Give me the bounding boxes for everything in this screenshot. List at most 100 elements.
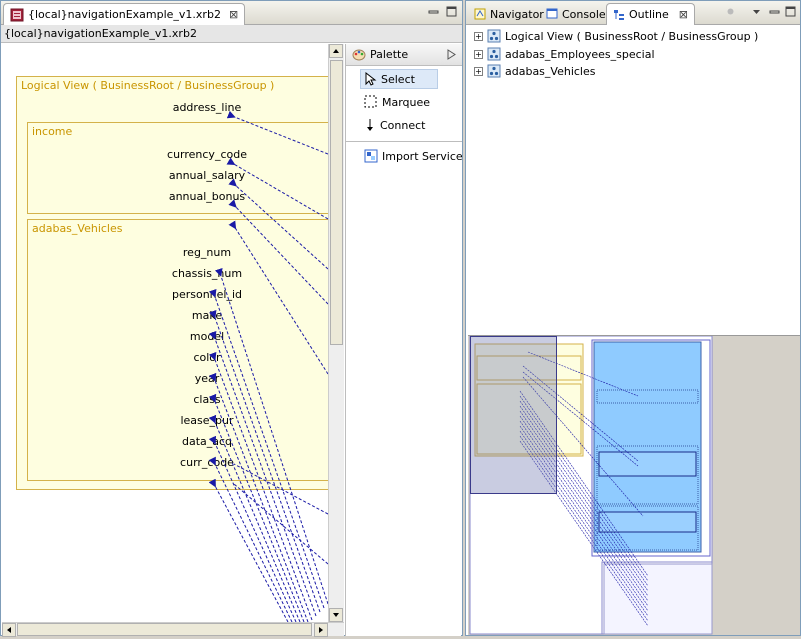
palette: Palette Select Marquee Connect Import Se… (345, 44, 463, 636)
field-personnel-id[interactable]: personnel_id (171, 288, 243, 301)
palette-header[interactable]: Palette (346, 44, 462, 66)
palette-divider (346, 141, 462, 142)
field-annual-salary[interactable]: annual_salary (168, 169, 246, 182)
palette-item-marquee[interactable]: Marquee (360, 92, 438, 112)
toolbar-action-icon[interactable] (724, 5, 737, 18)
connector[interactable] (233, 463, 328, 515)
outline-view: Navigator Console Outline ⊠ + Logical Vi… (465, 0, 801, 636)
tab-console[interactable]: Console (540, 3, 612, 25)
connector[interactable] (208, 288, 325, 609)
connector[interactable] (208, 393, 305, 622)
tree-item-vehicles[interactable]: + adabas_Vehicles (474, 64, 596, 78)
palette-collapse-icon[interactable] (447, 49, 456, 60)
scroll-right-button[interactable] (314, 623, 328, 637)
income-group[interactable]: income (27, 122, 328, 214)
connector[interactable] (228, 199, 328, 305)
bo-group-icon (487, 64, 501, 78)
vertical-scroll-thumb[interactable] (330, 60, 343, 345)
palette-icon (352, 49, 366, 60)
connector[interactable] (228, 220, 328, 375)
expand-icon[interactable]: + (474, 66, 483, 76)
connector[interactable] (208, 414, 301, 622)
tree-item-label: adabas_Employees_special (505, 47, 655, 61)
arrow-right-icon (319, 627, 323, 633)
connector[interactable] (214, 267, 328, 605)
scroll-up-button[interactable] (329, 44, 343, 58)
horizontal-scrollbar[interactable] (2, 622, 344, 637)
palette-item-connect[interactable]: Connect (360, 115, 438, 135)
editor-tabbar: {local}navigationExample_v1.xrb2 ⊠ (1, 1, 462, 25)
pointer-icon (365, 72, 377, 86)
connector[interactable] (208, 478, 289, 622)
tab-navigator[interactable]: Navigator (468, 3, 550, 25)
close-icon[interactable]: ⊠ (228, 8, 239, 21)
horizontal-scroll-thumb[interactable] (17, 623, 312, 636)
palette-item-select[interactable]: Select (360, 69, 438, 89)
minimize-icon[interactable] (427, 5, 440, 18)
palette-item-label: Connect (380, 118, 426, 132)
field-chassis-num[interactable]: chassis_num (171, 267, 243, 280)
diagram-editor: {local}navigationExample_v1.xrb2 ⊠ {loca… (0, 0, 463, 637)
field-curr-code[interactable]: curr_code (180, 456, 234, 469)
breadcrumb: {local}navigationExample_v1.xrb2 (1, 25, 462, 43)
diagram-canvas[interactable]: Logical View ( BusinessRoot / BusinessGr… (2, 44, 328, 622)
diagram-overview[interactable] (468, 335, 800, 635)
tree-item-label: adabas_Vehicles (505, 64, 596, 78)
xrb-file-icon (10, 8, 24, 21)
maximize-icon[interactable] (445, 5, 458, 18)
expand-icon[interactable]: + (474, 49, 483, 59)
field-annual-bonus[interactable]: annual_bonus (168, 190, 246, 203)
bo-group-icon (487, 29, 501, 43)
tab-editor[interactable]: {local}navigationExample_v1.xrb2 ⊠ (3, 3, 246, 25)
console-icon (546, 8, 558, 19)
outline-icon (614, 9, 624, 20)
connector[interactable] (233, 483, 328, 565)
logical-view-label: Logical View ( BusinessRoot / BusinessGr… (21, 79, 275, 92)
connector[interactable] (226, 157, 328, 220)
vertical-scrollbar[interactable] (328, 44, 344, 622)
tree-item-logical-view[interactable]: + Logical View ( BusinessRoot / Business… (474, 29, 758, 43)
expand-icon[interactable]: + (474, 31, 483, 41)
arrow-left-icon (7, 627, 11, 633)
import-service-icon (364, 149, 378, 163)
close-icon[interactable]: ⊠ (678, 8, 689, 21)
income-label: income (32, 125, 73, 138)
vehicles-label: adabas_Vehicles (32, 222, 123, 235)
connector[interactable] (208, 435, 297, 622)
palette-item-import-service[interactable]: Import Service (360, 146, 470, 166)
maximize-icon[interactable] (784, 5, 797, 18)
scroll-down-button[interactable] (329, 608, 343, 622)
overview-viewport[interactable] (470, 336, 557, 494)
tab-label: Console (562, 7, 606, 21)
navigator-icon (474, 8, 486, 20)
connector[interactable] (208, 309, 321, 613)
minimize-icon[interactable] (768, 5, 781, 18)
connector[interactable] (208, 351, 313, 621)
field-lease-pur[interactable]: lease_pur (180, 414, 234, 427)
palette-title: Palette (370, 48, 409, 61)
vehicles-group[interactable]: adabas_Vehicles (27, 219, 328, 481)
connector[interactable] (208, 330, 317, 617)
tree-item-employees-special[interactable]: + adabas_Employees_special (474, 47, 655, 61)
tab-label: Outline (629, 8, 669, 21)
view-menu-icon[interactable] (750, 5, 763, 18)
connections-layer (208, 110, 328, 622)
connector[interactable] (226, 110, 328, 155)
connector[interactable] (208, 456, 293, 622)
scroll-left-button[interactable] (2, 623, 16, 637)
connector[interactable] (228, 178, 328, 270)
overview-thumbnail (469, 336, 713, 635)
tree-item-label: Logical View ( BusinessRoot / BusinessGr… (505, 29, 759, 43)
editor-tab-label: {local}navigationExample_v1.xrb2 (28, 8, 221, 21)
field-address-line[interactable]: address_line (172, 101, 242, 114)
palette-item-label: Import Service (382, 149, 463, 163)
tab-outline[interactable]: Outline ⊠ (606, 3, 696, 25)
arrow-up-icon (333, 49, 339, 53)
connector[interactable] (208, 372, 309, 622)
views-tabbar: Navigator Console Outline ⊠ (466, 1, 800, 25)
bo-group-icon (487, 47, 501, 61)
palette-item-label: Marquee (382, 95, 431, 109)
field-data-acq[interactable]: data_acq (181, 435, 233, 448)
arrow-down-icon (333, 613, 339, 617)
field-reg-num[interactable]: reg_num (182, 246, 232, 259)
